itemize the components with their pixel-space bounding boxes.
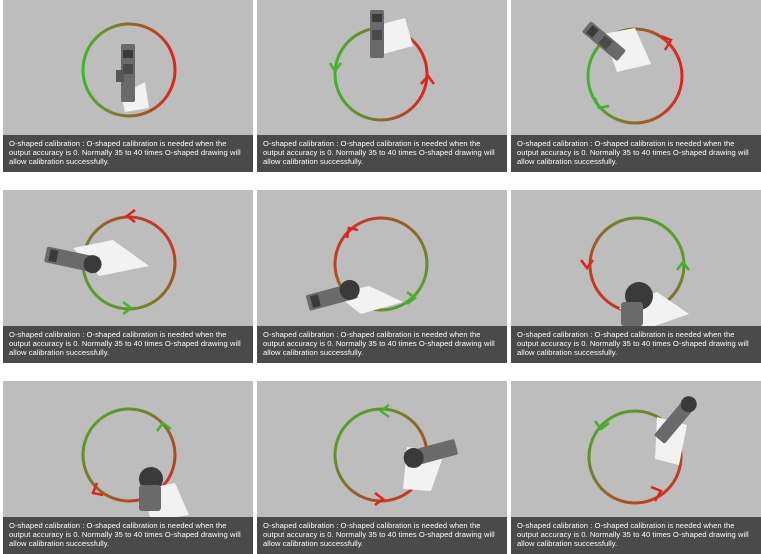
calibration-panel-6: O-shaped calibration : O-shaped calibrat… xyxy=(511,190,761,363)
red-arrow-icon xyxy=(660,34,673,51)
calibration-caption: O-shaped calibration : O-shaped calibrat… xyxy=(257,135,507,172)
calibration-scene xyxy=(44,209,177,315)
red-arrow-icon xyxy=(420,74,435,85)
calibration-scene xyxy=(328,10,435,122)
green-arrow-icon xyxy=(122,301,134,315)
device-icon xyxy=(139,467,189,521)
calibration-panel-9: O-shaped calibration : O-shaped calibrat… xyxy=(511,381,761,554)
calibration-panel-5: O-shaped calibration : O-shaped calibrat… xyxy=(257,190,507,363)
calibration-scene xyxy=(587,396,697,505)
calibration-scene xyxy=(306,216,429,314)
calibration-ring xyxy=(587,409,683,505)
calibration-panel-8: O-shaped calibration : O-shaped calibrat… xyxy=(257,381,507,554)
calibration-scene xyxy=(582,21,684,125)
green-arrow-icon xyxy=(594,420,610,431)
green-arrow-icon xyxy=(156,421,172,432)
device-icon xyxy=(654,396,697,465)
red-arrow-icon xyxy=(345,226,359,239)
calibration-caption: O-shaped calibration : O-shaped calibrat… xyxy=(511,326,761,363)
calibration-caption: O-shaped calibration : O-shaped calibrat… xyxy=(3,517,253,554)
device-icon xyxy=(44,240,149,276)
red-arrow-icon xyxy=(580,259,594,271)
calibration-scene xyxy=(333,404,458,506)
green-arrow-icon xyxy=(406,291,418,305)
calibration-panel-1: O-shaped calibration : O-shaped calibrat… xyxy=(3,0,253,172)
device-icon xyxy=(582,21,651,72)
device-icon xyxy=(116,44,149,112)
calibration-panel-7: O-shaped calibration : O-shaped calibrat… xyxy=(3,381,253,554)
calibration-ring xyxy=(81,22,177,118)
calibration-caption: O-shaped calibration : O-shaped calibrat… xyxy=(511,517,761,554)
red-arrow-icon xyxy=(124,209,136,223)
calibration-caption: O-shaped calibration : O-shaped calibrat… xyxy=(511,135,761,172)
device-icon xyxy=(403,439,458,491)
calibration-ring xyxy=(81,407,177,503)
calibration-panel-4: O-shaped calibration : O-shaped calibrat… xyxy=(3,190,253,363)
green-arrow-icon xyxy=(676,259,690,271)
calibration-panel-2: O-shaped calibration : O-shaped calibrat… xyxy=(257,0,507,172)
calibration-caption: O-shaped calibration : O-shaped calibrat… xyxy=(257,326,507,363)
device-icon xyxy=(619,282,689,330)
calibration-caption: O-shaped calibration : O-shaped calibrat… xyxy=(3,326,253,363)
calibration-scene xyxy=(81,22,177,118)
calibration-scene xyxy=(580,216,690,330)
red-arrow-icon xyxy=(374,492,386,506)
calibration-caption: O-shaped calibration : O-shaped calibrat… xyxy=(257,517,507,554)
device-icon xyxy=(306,279,403,314)
red-arrow-icon xyxy=(650,485,663,502)
calibration-panel-3: O-shaped calibration : O-shaped calibrat… xyxy=(511,0,761,172)
calibration-ring xyxy=(333,216,429,312)
green-arrow-icon xyxy=(593,97,610,110)
calibration-scene xyxy=(81,407,189,521)
device-icon xyxy=(370,10,413,58)
calibration-caption: O-shaped calibration : O-shaped calibrat… xyxy=(3,135,253,172)
red-arrow-icon xyxy=(91,482,104,497)
green-arrow-icon xyxy=(328,62,342,74)
green-arrow-icon xyxy=(378,404,390,418)
